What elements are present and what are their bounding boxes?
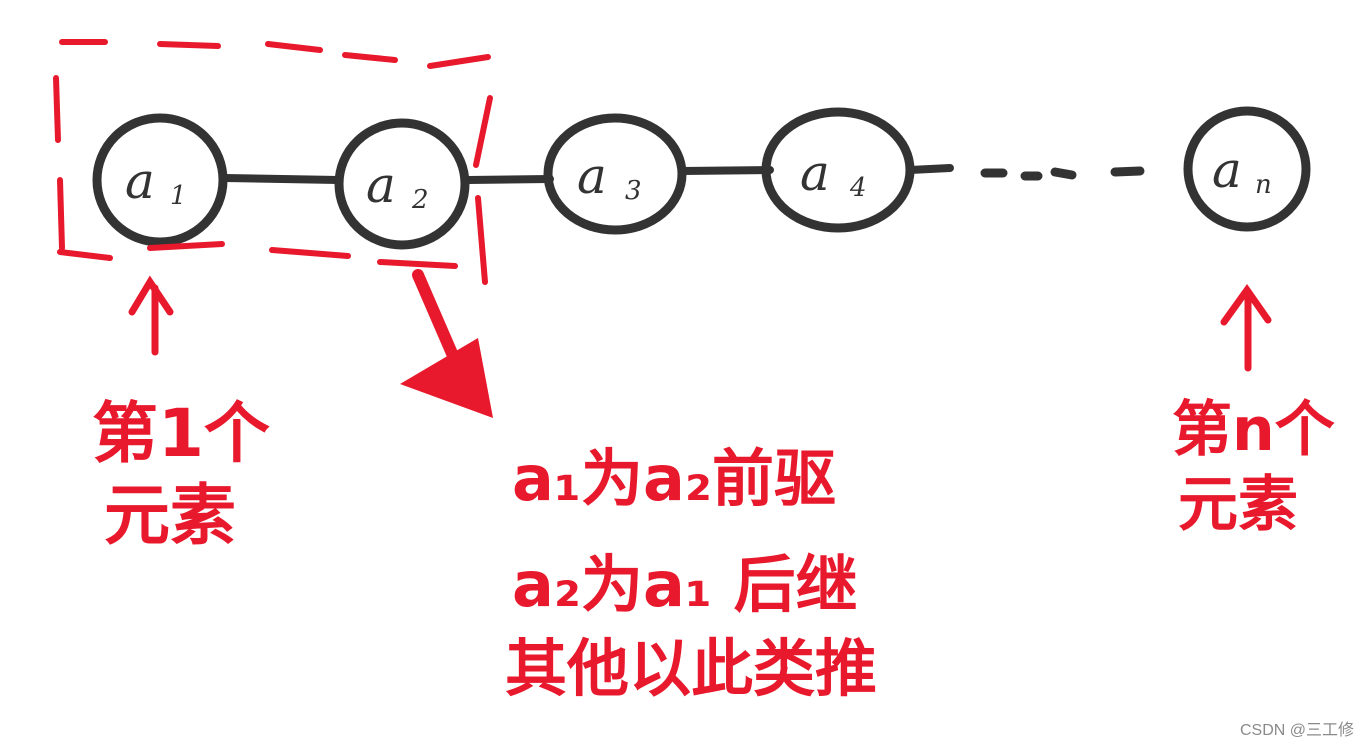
first-element-line1: 第1个 <box>92 395 270 472</box>
node-a4: a 4 <box>761 107 915 233</box>
nth-element-line2: 元素 <box>1178 470 1298 540</box>
node-subscript: 3 <box>625 176 642 206</box>
node-circle <box>543 113 687 235</box>
selection-box <box>53 39 493 285</box>
node-subscript: n <box>1255 170 1272 200</box>
arrow-to-relation <box>400 269 493 418</box>
nth-element-label: 第n个 元素 <box>1172 395 1335 540</box>
first-element-line2: 元素 <box>104 477 236 554</box>
arrow-first-element <box>128 275 174 356</box>
node-letter: a <box>577 147 607 205</box>
chain-connectors <box>221 164 954 184</box>
relation-text: a₁为a₂前驱 a₂为a₁ 后继 其他以此类推 <box>505 442 877 705</box>
node-letter: a <box>366 156 396 214</box>
relation-line2: a₂为a₁ 后继 <box>512 548 858 621</box>
node-circle <box>92 113 228 247</box>
node-an: a n <box>1183 106 1311 232</box>
node-a1: a 1 <box>92 113 228 247</box>
node-circle <box>1183 106 1311 232</box>
connector-3-4 <box>678 166 774 175</box>
nth-element-line1: 第n个 <box>1172 395 1335 465</box>
node-a2: a 2 <box>334 118 470 250</box>
connector-2-3 <box>464 175 554 184</box>
node-subscript: 2 <box>411 185 429 215</box>
node-subscript: 4 <box>849 173 867 203</box>
connector-4-dots <box>906 164 954 174</box>
relation-line3: 其他以此类推 <box>505 632 877 705</box>
node-letter: a <box>1212 141 1242 199</box>
node-circle <box>334 118 470 250</box>
node-circle <box>761 107 915 233</box>
node-letter: a <box>800 144 830 202</box>
node-a3: a 3 <box>543 113 687 235</box>
connector-1-2 <box>221 174 342 184</box>
watermark: CSDN @三工修 <box>1239 722 1354 739</box>
node-subscript: 1 <box>170 181 187 211</box>
first-element-label: 第1个 元素 <box>92 395 270 554</box>
ellipsis-dash <box>1110 166 1145 177</box>
node-letter: a <box>125 152 155 210</box>
arrow-nth-element <box>1220 283 1272 372</box>
ellipsis-dash <box>1050 167 1077 180</box>
ellipsis-dashes <box>980 166 1145 181</box>
relation-line1: a₁为a₂前驱 <box>512 442 836 515</box>
